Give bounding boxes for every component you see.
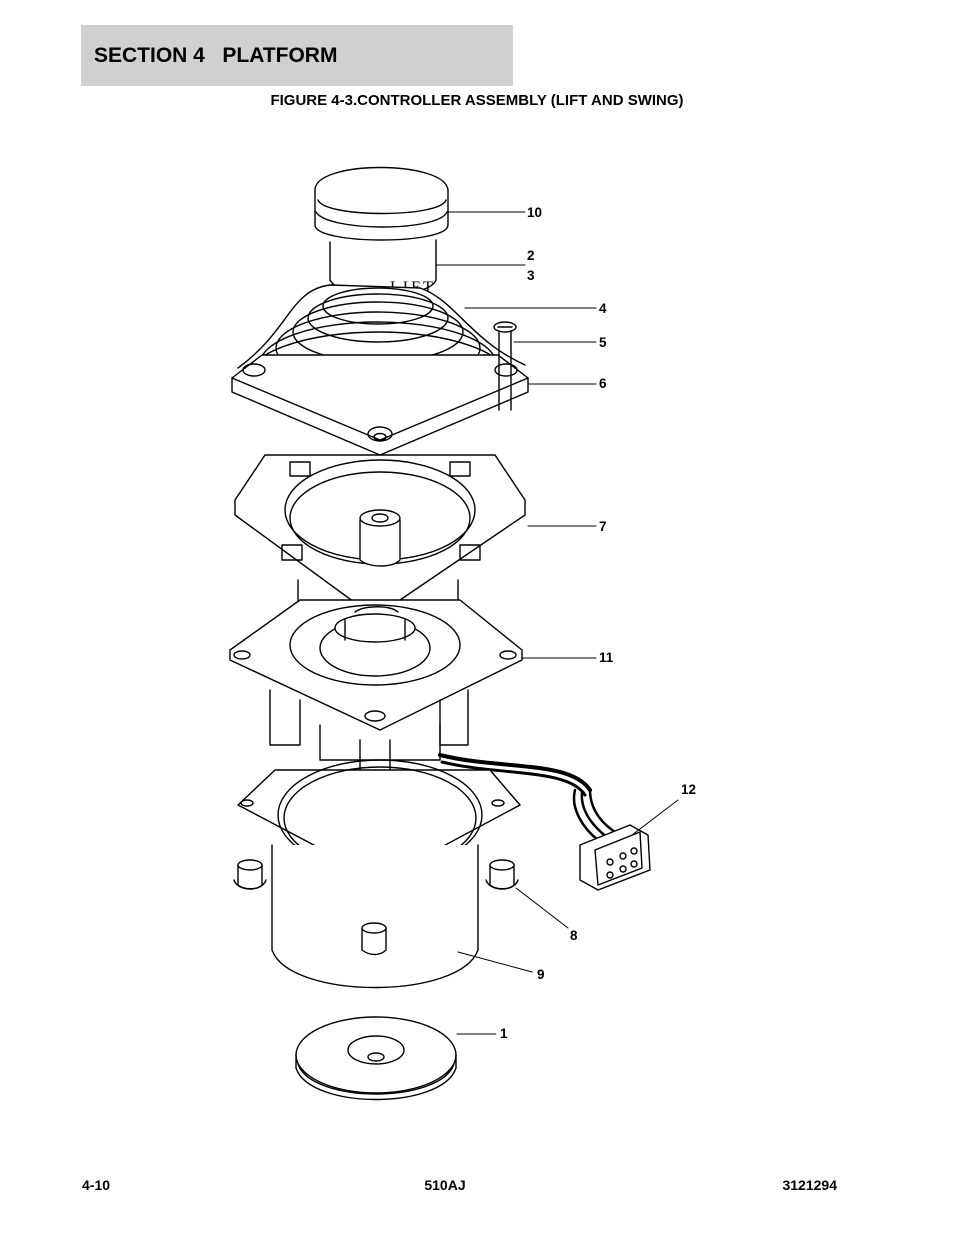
callout-8: 8 xyxy=(570,928,578,943)
callout-6: 6 xyxy=(599,376,607,391)
mounting-frame xyxy=(234,454,526,611)
callout-10: 10 xyxy=(527,205,542,220)
callout-3: 3 xyxy=(527,268,535,283)
rubber-foot-right xyxy=(485,859,519,890)
callout-7: 7 xyxy=(599,519,607,534)
model-name: 510AJ xyxy=(424,1177,466,1193)
section-header: SECTION 4 PLATFORM xyxy=(81,25,513,86)
base-disc xyxy=(295,1016,457,1101)
callout-9: 9 xyxy=(537,967,545,982)
screw xyxy=(493,321,517,411)
page-number: 4-10 xyxy=(82,1177,111,1193)
callout-1: 1 xyxy=(500,1026,508,1041)
knob-cap xyxy=(314,166,449,241)
rubber-foot-left xyxy=(233,859,267,890)
gimbal-base xyxy=(229,599,523,791)
document-number: 3121294 xyxy=(782,1177,837,1193)
figure-title: FIGURE 4-3.CONTROLLER ASSEMBLY (LIFT AND… xyxy=(270,92,684,109)
callout-5: 5 xyxy=(599,335,607,350)
callout-2: 2 xyxy=(527,248,535,263)
leader-lines xyxy=(435,211,679,1035)
section-name: PLATFORM xyxy=(222,43,338,67)
housing-can xyxy=(271,844,479,989)
callout-12: 12 xyxy=(681,782,696,797)
section-number: SECTION 4 xyxy=(94,43,205,67)
connector xyxy=(579,824,651,891)
callout-11: 11 xyxy=(599,650,614,665)
callout-4: 4 xyxy=(599,301,607,316)
callouts: 10 2 3 4 5 6 7 11 12 8 9 1 xyxy=(500,205,696,1041)
housing-plate xyxy=(231,354,529,456)
